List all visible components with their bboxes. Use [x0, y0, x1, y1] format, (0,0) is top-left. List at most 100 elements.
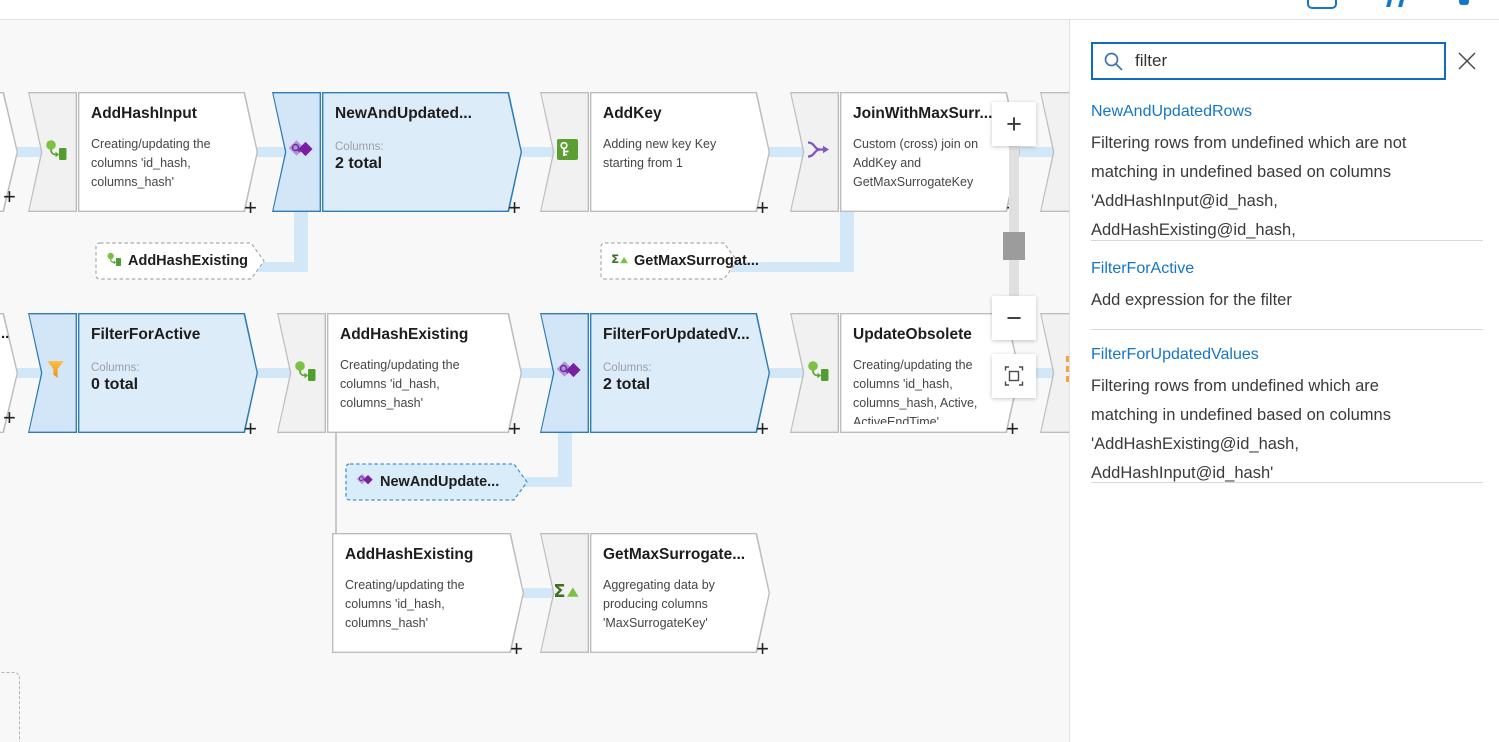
zoom-in-button[interactable]: + [992, 102, 1036, 146]
node-title: AddHashInput [91, 105, 197, 122]
node-title: GetMaxSurrogate... [603, 546, 746, 563]
search-result-description: Add expression for the filter [1091, 291, 1292, 309]
connector [252, 368, 296, 378]
close-icon[interactable] [1456, 50, 1478, 72]
columns-label: Columns: [603, 362, 652, 374]
join-icon [806, 138, 831, 166]
bookmark-icon[interactable] [1459, 0, 1469, 5]
braces-icon[interactable] [1386, 0, 1392, 7]
search-result-link[interactable]: NewAndUpdatedRows [1091, 103, 1252, 120]
search-result-link[interactable]: FilterForActive [1091, 260, 1195, 277]
add-transformation-button[interactable]: + [756, 636, 769, 661]
add-transformation-button[interactable]: + [756, 195, 769, 220]
fit-to-screen-button[interactable] [992, 354, 1036, 398]
connector [764, 147, 812, 157]
partial-icon [1066, 356, 1069, 362]
derived-column-icon [806, 359, 830, 388]
node-addhashinput[interactable]: AddHashInput Creating/updating the colum… [28, 92, 258, 219]
divider [1091, 329, 1483, 330]
add-transformation-button[interactable]: + [510, 636, 523, 661]
add-transformation-button[interactable]: + [244, 416, 257, 441]
node-title: FilterForUpdatedV... [603, 326, 750, 343]
connector [2, 147, 44, 157]
badge-label: NewAndUpdate... [380, 474, 500, 490]
search-input[interactable] [1133, 50, 1417, 72]
exists-icon [288, 138, 314, 167]
node-title: FilterForActive [91, 326, 201, 343]
stream-badge-addhashexisting[interactable]: AddHashExisting [95, 242, 265, 280]
search-results-panel: NewAndUpdatedRows Filtering rows from un… [1069, 19, 1499, 742]
badge-label: AddHashExisting [128, 253, 249, 269]
fit-to-screen-icon [1004, 366, 1024, 386]
derived-column-icon [44, 138, 68, 167]
zoom-slider-track[interactable] [1009, 146, 1019, 298]
stream-badge-newandupdated[interactable]: NewAndUpdate... [345, 463, 528, 501]
columns-label: Columns: [335, 141, 384, 153]
zoom-out-button[interactable]: − [992, 296, 1036, 340]
connector [294, 205, 308, 272]
toolbar-clipped [0, 0, 1499, 20]
node-filterforactive[interactable]: FilterForActive Columns: 0 total + [28, 313, 258, 440]
partial-icon [1066, 366, 1069, 372]
partial-node[interactable] [1040, 313, 1069, 433]
search-result-link[interactable]: FilterForUpdatedValues [1091, 346, 1259, 363]
search-icon [1103, 51, 1124, 72]
connector [4, 368, 44, 378]
badge-label: GetMaxSurrogat... [634, 253, 759, 269]
exists-icon [556, 359, 582, 388]
add-transformation-button[interactable]: + [244, 195, 257, 220]
connector [764, 368, 812, 378]
columns-count: 2 total [335, 155, 383, 172]
connector [518, 588, 560, 598]
svg-text:Σ: Σ [553, 581, 565, 601]
connector [256, 262, 302, 272]
exists-icon [356, 472, 374, 492]
connector [516, 368, 560, 378]
filter-icon [44, 359, 67, 387]
braces-icon[interactable] [1398, 0, 1404, 7]
partial-stream-badge [0, 672, 20, 742]
add-transformation-button[interactable]: + [3, 405, 16, 430]
node-title: JoinWithMaxSurr... [853, 105, 993, 122]
node-getmaxsurrogatekey[interactable]: Σ GetMaxSurrogate... Aggregating data by… [540, 533, 770, 660]
node-addhashexisting-branch[interactable]: AddHashExisting Creating/updating the co… [332, 533, 524, 660]
connector [731, 262, 848, 272]
stream-badge-getmaxsurrogate[interactable]: Σ GetMaxSurrogat... [600, 242, 759, 280]
connector [840, 205, 854, 272]
search-result-description: Filtering rows from undefined which are … [1091, 134, 1407, 239]
aggregate-icon: Σ [553, 580, 579, 606]
partial-icon [1066, 376, 1069, 382]
node-description: Creating/updating the columns 'id_hash, … [91, 137, 211, 189]
connector [1014, 147, 1062, 157]
node-title: NewAndUpdated... [335, 105, 472, 122]
node-title: UpdateObsolete [853, 326, 972, 343]
node-title: AddKey [603, 105, 662, 122]
add-transformation-button[interactable]: + [508, 416, 521, 441]
add-transformation-button[interactable]: + [1006, 416, 1019, 441]
connector [516, 147, 560, 157]
node-description: Creating/updating the columns 'id_hash, … [340, 358, 460, 410]
node-description: Custom (cross) join on AddKey and GetMax… [853, 137, 979, 189]
add-transformation-button[interactable]: + [3, 184, 16, 209]
search-box[interactable] [1091, 42, 1446, 80]
node-addhashexisting[interactable]: AddHashExisting Creating/updating the co… [277, 313, 522, 440]
derived-column-icon [106, 251, 122, 271]
node-addkey[interactable]: AddKey Adding new key Key starting from … [540, 92, 770, 219]
node-title: AddHashExisting [345, 546, 474, 563]
node-filterforupdatedvalues[interactable]: FilterForUpdatedV... Columns: 2 total + [540, 313, 770, 440]
connector [522, 477, 572, 487]
node-joinwithmaxsurrogate[interactable]: JoinWithMaxSurr... Custom (cross) join o… [790, 92, 1020, 219]
columns-label: Columns: [91, 362, 140, 374]
zoom-slider-thumb[interactable] [1003, 232, 1025, 260]
node-updateobsolete[interactable]: UpdateObsolete Creating/updating the col… [790, 313, 1020, 440]
node-newandupdatedrows[interactable]: NewAndUpdated... Columns: 2 total + [272, 92, 522, 219]
columns-count: 2 total [603, 376, 651, 393]
aggregate-icon: Σ [611, 252, 628, 270]
add-transformation-button[interactable]: + [756, 416, 769, 441]
dataflow-canvas[interactable]: + .. + AddHashInput Creating/updating th… [0, 0, 1069, 742]
add-transformation-button[interactable]: + [508, 195, 521, 220]
connector [1014, 368, 1062, 378]
divider [1091, 240, 1483, 241]
node-description: Creating/updating the columns 'id_hash, … [345, 578, 465, 630]
flowchart-icon[interactable] [1307, 0, 1337, 9]
